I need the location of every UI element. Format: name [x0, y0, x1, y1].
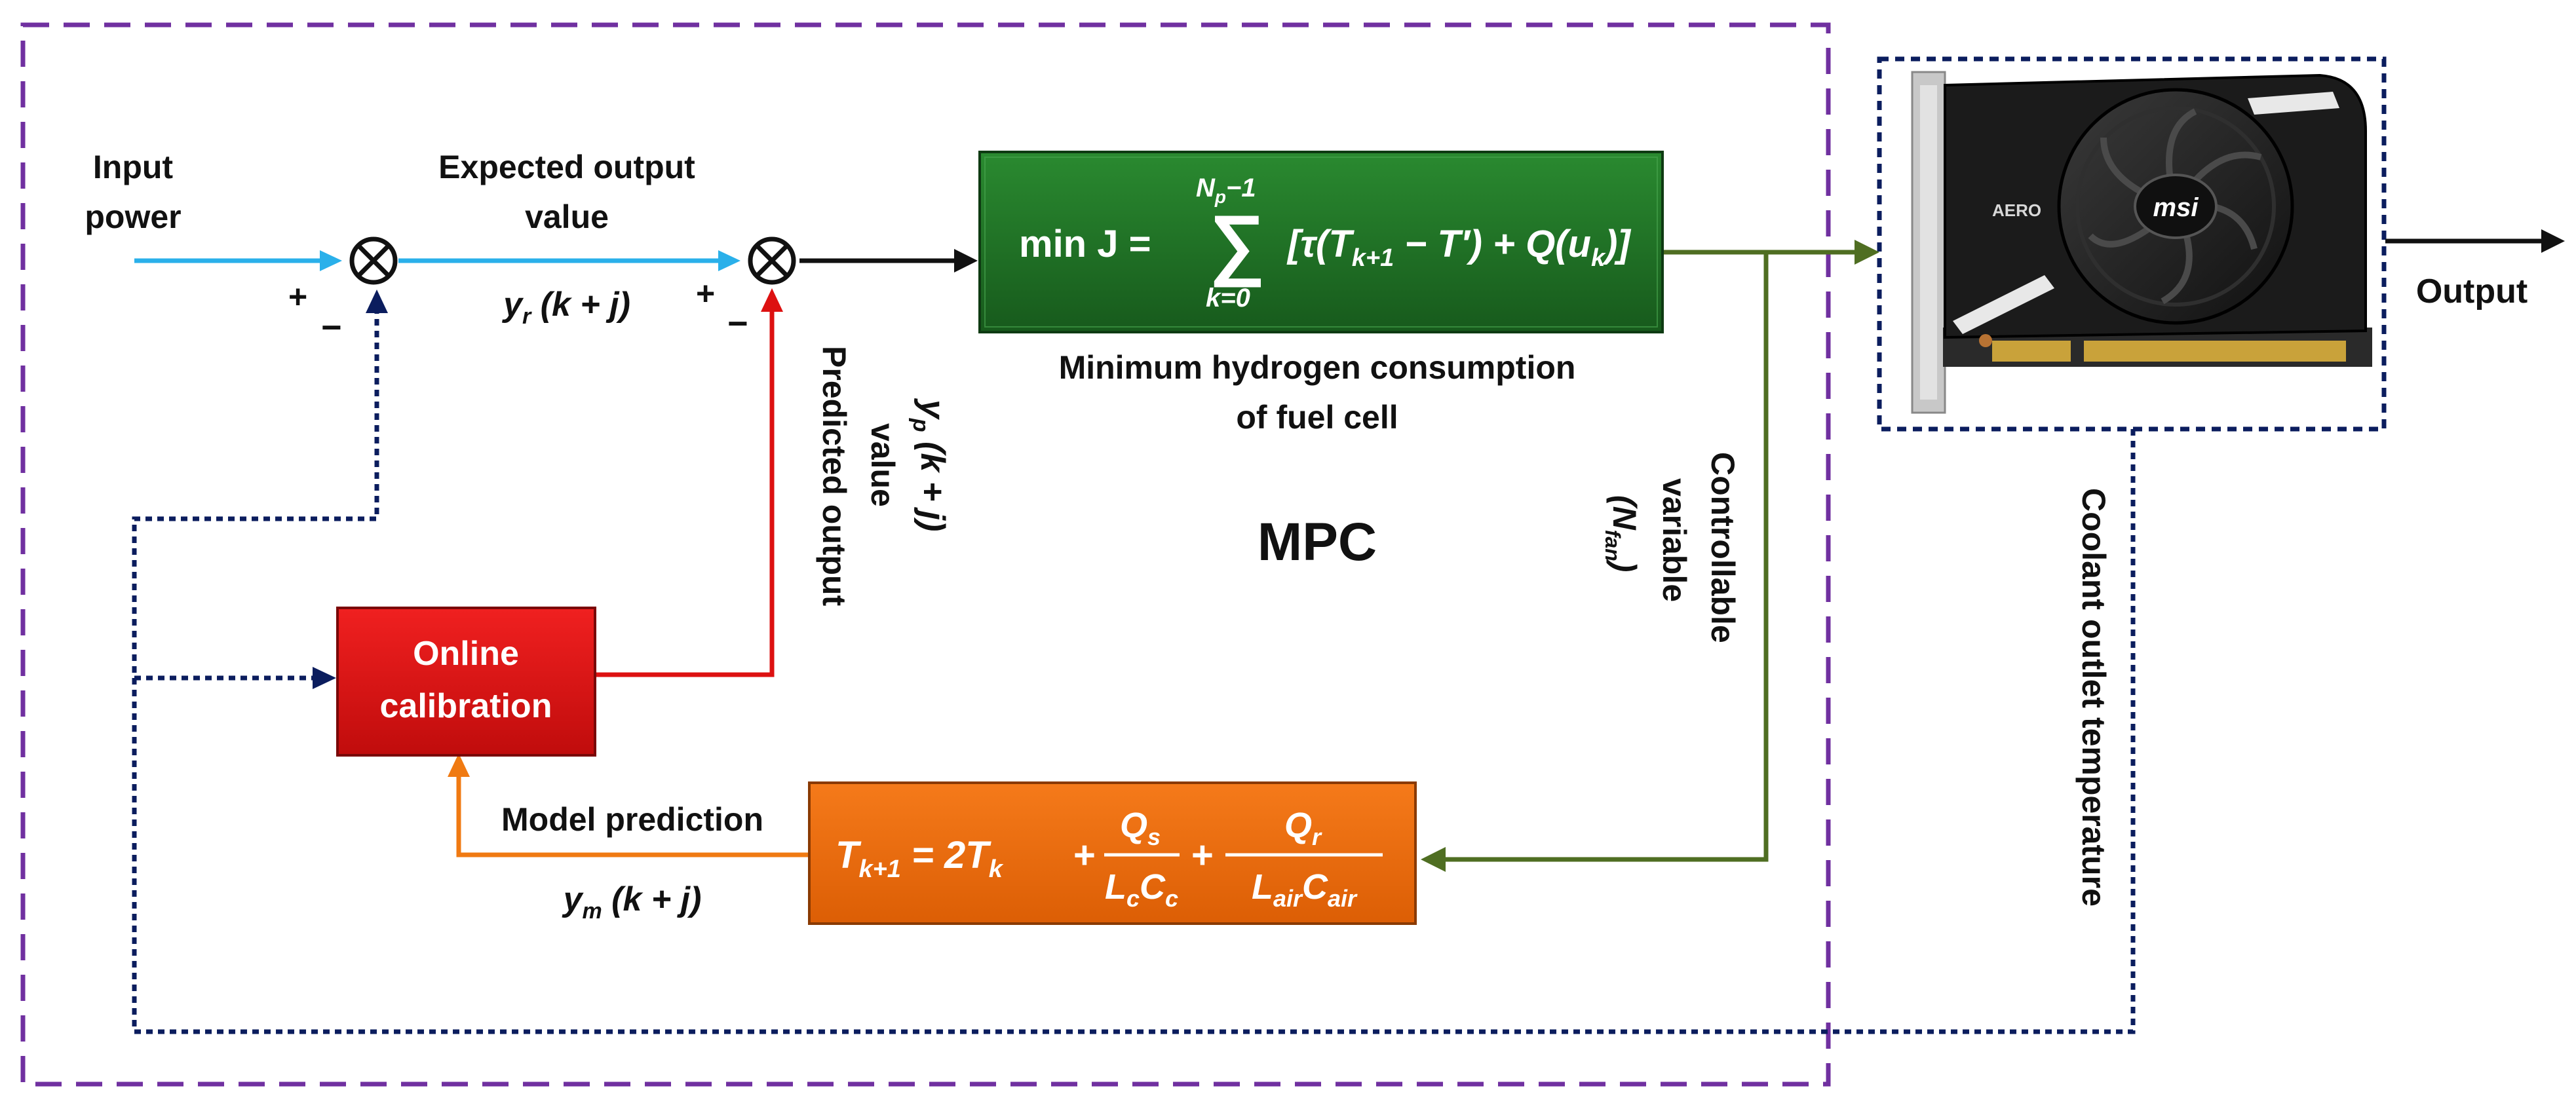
- control-line: [1445, 250, 1769, 862]
- feedback-line: [132, 308, 2136, 1034]
- model-line: [456, 770, 809, 857]
- output-label: Output: [2416, 273, 2528, 310]
- gpu-frame: [1877, 56, 2387, 432]
- predicted-arrowhead: [761, 288, 783, 312]
- feedback-branch-arrowhead: [313, 667, 336, 689]
- model-prediction-variable: ym (k + j): [562, 880, 702, 924]
- sum-junction-2: [748, 236, 796, 285]
- cost-function-body: [τ(Tk+1 − T′) + Q(uk)]: [1286, 223, 1631, 272]
- predicted-output-variable: yp (k + j): [908, 398, 952, 531]
- model-frac2-den: LairCair: [1252, 867, 1358, 912]
- plus-sign-1: +: [288, 278, 307, 315]
- cost-function-prefix: min J =: [1019, 223, 1151, 265]
- predicted-output-label-line1: Predicted output: [816, 346, 853, 607]
- control-to-gpu-arrowhead: [1855, 240, 1879, 265]
- model-plus-1: +: [1073, 834, 1096, 876]
- expected-output-label-line1: Expected output: [438, 149, 695, 185]
- output-arrowhead: [2541, 229, 2565, 253]
- coolant-label: Coolant outlet temperature: [2075, 488, 2112, 907]
- min-h2-label-line2: of fuel cell: [1236, 399, 1398, 436]
- plus-sign-2: +: [696, 275, 715, 312]
- mpc-label: MPC: [1258, 512, 1377, 572]
- error-arrowhead: [954, 249, 978, 273]
- gpu-graphics-card-image: msi AERO: [1911, 71, 2372, 414]
- online-calibration-line1: Online: [413, 635, 519, 673]
- predicted-output-label-line2: value: [864, 423, 901, 507]
- model-plus-2: +: [1191, 834, 1214, 876]
- control-to-model-arrowhead: [1421, 847, 1446, 872]
- gpu-series-label: AERO: [1992, 200, 2041, 220]
- mpc-frame: [20, 22, 1831, 1087]
- controllable-label-line2: variable: [1656, 478, 1693, 602]
- model-lhs: Tk+1 = 2Tk: [836, 834, 1004, 883]
- thermal-model-box: Tk+1 = 2Tk + Qs LcCc + Qr LairCair: [808, 781, 1417, 925]
- minus-sign-1: −: [321, 308, 342, 347]
- minus-sign-2: −: [727, 304, 748, 343]
- gpu-brand-logo: msi: [2153, 193, 2199, 222]
- controllable-variable: (Nfan): [1601, 495, 1643, 572]
- expected-output-label-line2: value: [525, 198, 609, 235]
- controllable-label-line1: Controllable: [1704, 452, 1741, 643]
- feedback-arrowhead: [366, 290, 388, 313]
- model-frac1-den: LcCc: [1105, 867, 1178, 912]
- input-power-label-line1: Input: [93, 149, 174, 185]
- min-h2-label-line1: Minimum hydrogen consumption: [1059, 349, 1576, 386]
- predicted-line: [595, 303, 775, 677]
- model-frac1-num: Qs: [1120, 806, 1161, 850]
- cost-function-box: min J = Np−1 ∑ k=0 [τ(Tk+1 − T′) + Q(uk)…: [978, 151, 1664, 333]
- sum-junction-1: [349, 236, 398, 285]
- expected-output-variable: yr (k + j): [501, 286, 630, 329]
- online-calibration-box: Online calibration: [336, 607, 596, 757]
- cost-sum-symbol: ∑: [1209, 199, 1265, 288]
- model-arrowhead: [448, 753, 470, 777]
- model-prediction-label: Model prediction: [501, 801, 763, 838]
- model-frac2-num: Qr: [1284, 806, 1322, 850]
- online-calibration-line2: calibration: [380, 687, 552, 725]
- input-arrowhead: [320, 250, 342, 271]
- expected-arrowhead: [718, 250, 740, 271]
- cost-sum-upper: Np−1: [1196, 174, 1256, 207]
- cost-sum-lower: k=0: [1206, 284, 1250, 312]
- input-power-label-line2: power: [85, 198, 181, 235]
